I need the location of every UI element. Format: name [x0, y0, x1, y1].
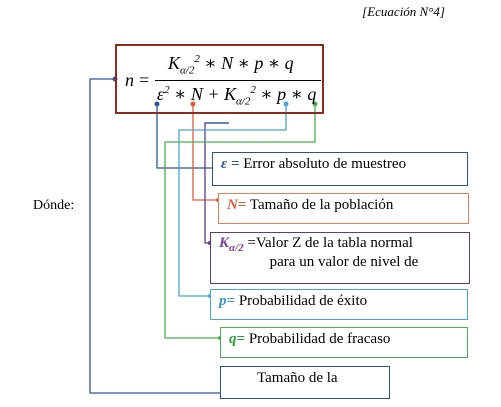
connector-q — [164, 104, 316, 339]
sample-size-formula: n = Kα/22 ∗ N ∗ p ∗ q ε2 ∗ N + Kα/22 ∗ p… — [123, 51, 323, 111]
connector-p-dot — [283, 101, 289, 107]
definition-p: p= Probabilidad de éxito — [210, 289, 468, 320]
symbol-q: q= — [229, 331, 246, 347]
connector-q-dot — [312, 101, 318, 107]
formula-denominator: ε2 ∗ N + Kα/22 ∗ p ∗ q — [157, 84, 317, 108]
definition-N-text: Tamaño de la población — [246, 197, 394, 213]
connector-epsilon-dot — [154, 101, 160, 107]
definition-K: Kα/2 =Valor Z de la tabla normal para un… — [210, 232, 470, 284]
definition-p-text: Probabilidad de éxito — [235, 293, 368, 309]
connector-p — [178, 104, 287, 297]
formula-box: n = Kα/22 ∗ N ∗ p ∗ q ε2 ∗ N + Kα/22 ∗ p… — [115, 44, 324, 114]
definition-epsilon-text: Error absoluto de muestreo — [239, 156, 407, 172]
definition-K-text-2: para un valor de nivel de — [269, 254, 419, 270]
connector-N-dot — [190, 101, 196, 107]
definition-n: Tamaño de la — [220, 366, 390, 399]
formula-numerator: Kα/22 ∗ N ∗ p ∗ q — [168, 53, 294, 77]
definition-epsilon: ε = Error absoluto de muestreo — [212, 152, 468, 186]
formula-equals: = — [139, 70, 150, 90]
symbol-N: N= — [227, 197, 247, 213]
symbol-p: p= — [219, 293, 236, 309]
formula-n: n — [125, 70, 134, 90]
connector-epsilon — [156, 104, 212, 169]
equation-reference: [Ecuación N°4] — [362, 4, 445, 19]
fraction-bar — [155, 80, 321, 81]
connector-N — [192, 104, 218, 201]
symbol-K: Kα/2 — [219, 235, 244, 254]
symbol-epsilon: ε = — [221, 156, 240, 172]
definition-q-text: Probabilidad de fracaso — [245, 331, 391, 347]
connector-n — [89, 78, 220, 394]
definition-N: N= Tamaño de la población — [218, 193, 469, 224]
definition-n-text: Tamaño de la — [257, 370, 338, 386]
definition-q: q= Probabilidad de fracaso — [220, 327, 468, 358]
donde-label: Dónde: — [33, 198, 75, 213]
definition-K-text-1: =Valor Z de la tabla normal — [243, 235, 413, 251]
